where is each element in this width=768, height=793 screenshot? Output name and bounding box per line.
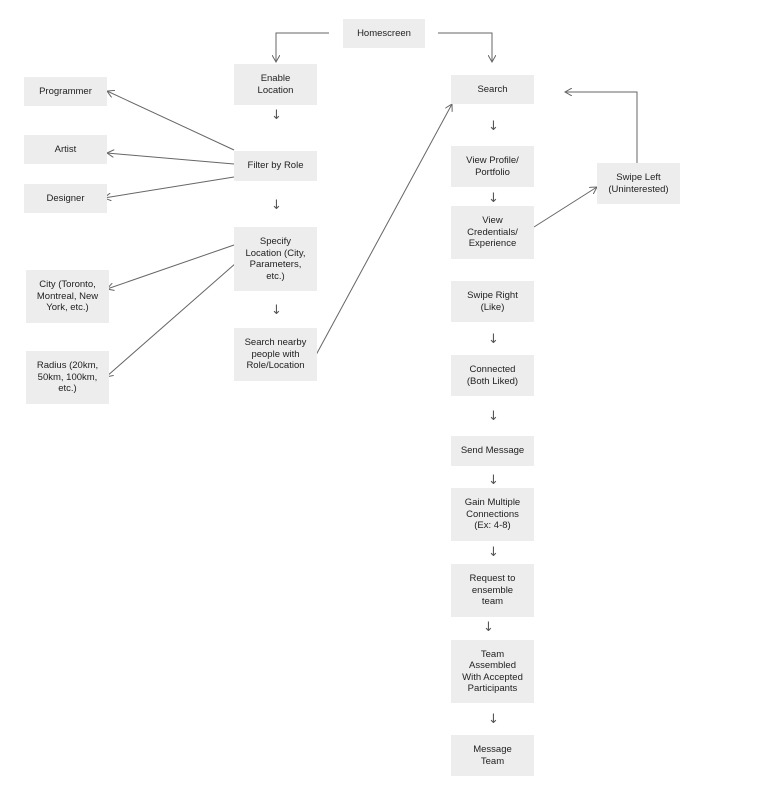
down-arrow: ↓: [488, 332, 499, 347]
edge-swipe-left-to-search: [565, 92, 638, 163]
down-arrow: ↓: [488, 545, 499, 560]
down-arrow: ↓: [271, 108, 282, 123]
node-artist: Artist: [24, 135, 107, 164]
edge-filter-to-artist: [107, 153, 235, 165]
edge-location-to-radius: [106, 262, 237, 377]
node-search-nearby: Search nearby people with Role/Location: [234, 328, 317, 381]
edge-credentials-to-swipe-left: [533, 187, 597, 228]
node-team-assembled: Team Assembled With Accepted Participant…: [451, 640, 534, 703]
node-homescreen: Homescreen: [343, 19, 425, 48]
down-arrow: ↓: [488, 409, 499, 424]
node-radius: Radius (20km, 50km, 100km, etc.): [26, 351, 109, 404]
edge-filter-to-designer: [104, 176, 235, 198]
node-request-team: Request to ensemble team: [451, 564, 534, 617]
down-arrow: ↓: [488, 119, 499, 134]
edge-homescreen-to-enable-location: [276, 32, 329, 62]
node-programmer: Programmer: [24, 77, 107, 106]
down-arrow: ↓: [488, 712, 499, 727]
down-arrow: ↓: [488, 191, 499, 206]
edge-location-to-city: [107, 244, 235, 289]
edge-filter-to-programmer: [107, 91, 235, 151]
edge-homescreen-to-search: [438, 32, 492, 62]
node-view-profile: View Profile/ Portfolio: [451, 146, 534, 187]
node-message-team: Message Team: [451, 735, 534, 776]
down-arrow: ↓: [488, 473, 499, 488]
down-arrow: ↓: [483, 620, 494, 635]
down-arrow: ↓: [271, 198, 282, 213]
node-city: City (Toronto, Montreal, New York, etc.): [26, 270, 109, 323]
node-connected: Connected (Both Liked): [451, 355, 534, 396]
node-specify-location: Specify Location (City, Parameters, etc.…: [234, 227, 317, 291]
node-designer: Designer: [24, 184, 107, 213]
node-send-message: Send Message: [451, 436, 534, 466]
node-view-credentials: View Credentials/ Experience: [451, 206, 534, 259]
node-search: Search: [451, 75, 534, 104]
down-arrow: ↓: [271, 303, 282, 318]
node-gain-connections: Gain Multiple Connections (Ex: 4-8): [451, 488, 534, 541]
node-enable-location: Enable Location: [234, 64, 317, 105]
node-filter-by-role: Filter by Role: [234, 151, 317, 181]
node-swipe-right: Swipe Right (Like): [451, 281, 534, 322]
edge-search-nearby-to-search: [315, 104, 452, 356]
node-swipe-left: Swipe Left (Uninterested): [597, 163, 680, 204]
